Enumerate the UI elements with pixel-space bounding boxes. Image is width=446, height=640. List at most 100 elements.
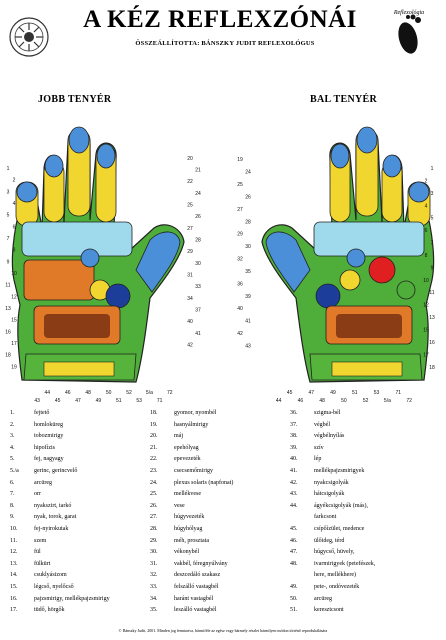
legend-number: 17. [10, 607, 18, 614]
zone-number-label: 31 [187, 273, 193, 279]
legend-text: hasnyálmirigy [174, 421, 209, 428]
legend-text: here, mellékhere) [314, 572, 356, 579]
zone-number-label: 8 [13, 248, 16, 254]
legend-text: gyomor, nyombél [174, 410, 217, 416]
legend-number: 32. [150, 572, 158, 579]
zone-number-label: 22 [187, 179, 193, 185]
zone-number-label: 13 [429, 315, 435, 321]
fingertip-middle [68, 126, 90, 154]
legend-item: 15.légcső, nyelőcső [10, 582, 150, 594]
legend-item: 23.csecsemőmirigy [150, 466, 290, 478]
legend-text: gerinc, gerincvelő [34, 467, 78, 474]
legend-item: 37.végbél [290, 420, 430, 432]
zone-number-label: 28 [245, 219, 251, 225]
zone-number-label: 5 [431, 216, 434, 222]
legend-number: 35. [150, 607, 158, 614]
legend-number [290, 512, 314, 524]
legend-number: 29. [150, 537, 158, 544]
zone-number-label: 72 [406, 398, 412, 404]
zone-number-label: 7 [431, 241, 434, 247]
legend-item: 39.szív [290, 443, 430, 455]
legend-text: csípőízület, medence [314, 525, 365, 532]
legend-text: szigma-bél [314, 410, 341, 416]
zone-number-label: 2 [425, 178, 428, 184]
legend-number: 21. [150, 444, 158, 451]
zone-number-label: 40 [237, 306, 243, 312]
zone-number-label: 6 [425, 228, 428, 234]
palm-upper-band [313, 221, 425, 257]
legend-number: 20. [150, 433, 158, 440]
legend-item: 49.pete-, ondóvezeték [290, 582, 430, 594]
legend-number: 18. [150, 410, 158, 416]
page-subtitle: ÖSSZEÁLLÍTOTTA: BÁNSZKY JUDIT REFLEXOLÓG… [135, 40, 315, 47]
legend-item: 8.nyakszirt, tarkó [10, 501, 150, 513]
legend-number: 37. [290, 421, 298, 428]
legend-item: 32.deszcedáló szakasz [150, 570, 290, 582]
zone-number-label: 47 [309, 390, 315, 396]
kidney-zone [105, 283, 131, 309]
zone-number-label: 28 [195, 238, 201, 244]
small-intestine-zone [336, 314, 402, 338]
legend-item: 29.méh, prosztata [150, 536, 290, 548]
zone-number-label: 42 [187, 343, 193, 349]
legend-text: arcüreg [314, 595, 332, 602]
solar-plexus-zone [346, 248, 366, 268]
legend-item: 25.mellékvese [150, 489, 290, 501]
legend-item: 36.szigma-bél [290, 408, 430, 420]
right-palm-label: JOBB TENYÉR [38, 94, 112, 105]
foot-logo: Reflexológia [388, 10, 430, 58]
reflexology-wheel-logo [9, 17, 49, 57]
fingertip-little [408, 181, 430, 203]
legend-item: 4.hipofízis [10, 443, 150, 455]
legend-item: 42.nyakcsigolyák [290, 478, 430, 490]
liver-zone [23, 259, 95, 301]
legend-number: 1. [10, 410, 15, 416]
zone-number-label: 6 [13, 224, 16, 230]
legend-text: végbélnyílás [314, 433, 345, 440]
zone-number-label: 11 [5, 283, 10, 289]
legend-number: 3. [10, 433, 15, 440]
legend-number: 11. [10, 537, 18, 544]
legend-item: 2.homloküreg [10, 420, 150, 432]
legend-text: keresztcsont [314, 607, 344, 614]
copyright-footer: © Bánszky Judit, 2001. Minden jog fennta… [118, 628, 328, 633]
legend-item: 48.ivarmirigyek (petefészek, [290, 559, 430, 571]
zone-number-label: 42 [237, 331, 243, 337]
zone-number-label: 5 [7, 213, 10, 219]
legend-item: 24.plexus solaris (napfonat) [150, 478, 290, 490]
legend-number: 25. [150, 491, 158, 498]
legend-number: 23. [150, 467, 158, 474]
legend-text: szem [34, 537, 47, 544]
legend-number: 39. [290, 444, 298, 451]
zone-number-label: 45 [55, 398, 61, 404]
heart-zone [368, 256, 396, 284]
zone-number-label: 51 [352, 390, 358, 396]
legend-text: homloküreg [34, 421, 63, 428]
legend-number: 27. [150, 514, 158, 521]
zone-number-label: 37 [195, 308, 201, 314]
legend-number: 24. [150, 479, 158, 486]
legend-item: 28.húgyhólyag [150, 524, 290, 536]
fingertip-index [96, 143, 116, 169]
zone-number-label: 25 [187, 203, 193, 209]
zone-number-label: 71 [396, 390, 402, 396]
zone-number-label: 21 [195, 168, 201, 174]
legend-text: hátcsigolyák [314, 491, 345, 498]
zone-number-label: 17 [11, 341, 17, 347]
fingertip-ring [382, 154, 402, 178]
zone-number-label: 5/a [146, 390, 153, 396]
zone-number-label: 43 [245, 344, 251, 350]
legend-number: 40. [290, 456, 298, 463]
zone-number-label: 12 [11, 294, 17, 300]
lower-wrist-band [43, 361, 115, 377]
solar-plexus-zone [80, 248, 100, 268]
legend-item: 46.ülőideg, térd [290, 536, 430, 548]
legend-number: 45. [290, 525, 298, 532]
zone-number-label: 13 [5, 306, 11, 312]
zone-number-label: 9 [431, 265, 434, 271]
zone-number-label: 51 [116, 398, 122, 404]
legend-text: húgycső, hüvely, [314, 549, 355, 556]
legend-item: 20.máj [150, 431, 290, 443]
